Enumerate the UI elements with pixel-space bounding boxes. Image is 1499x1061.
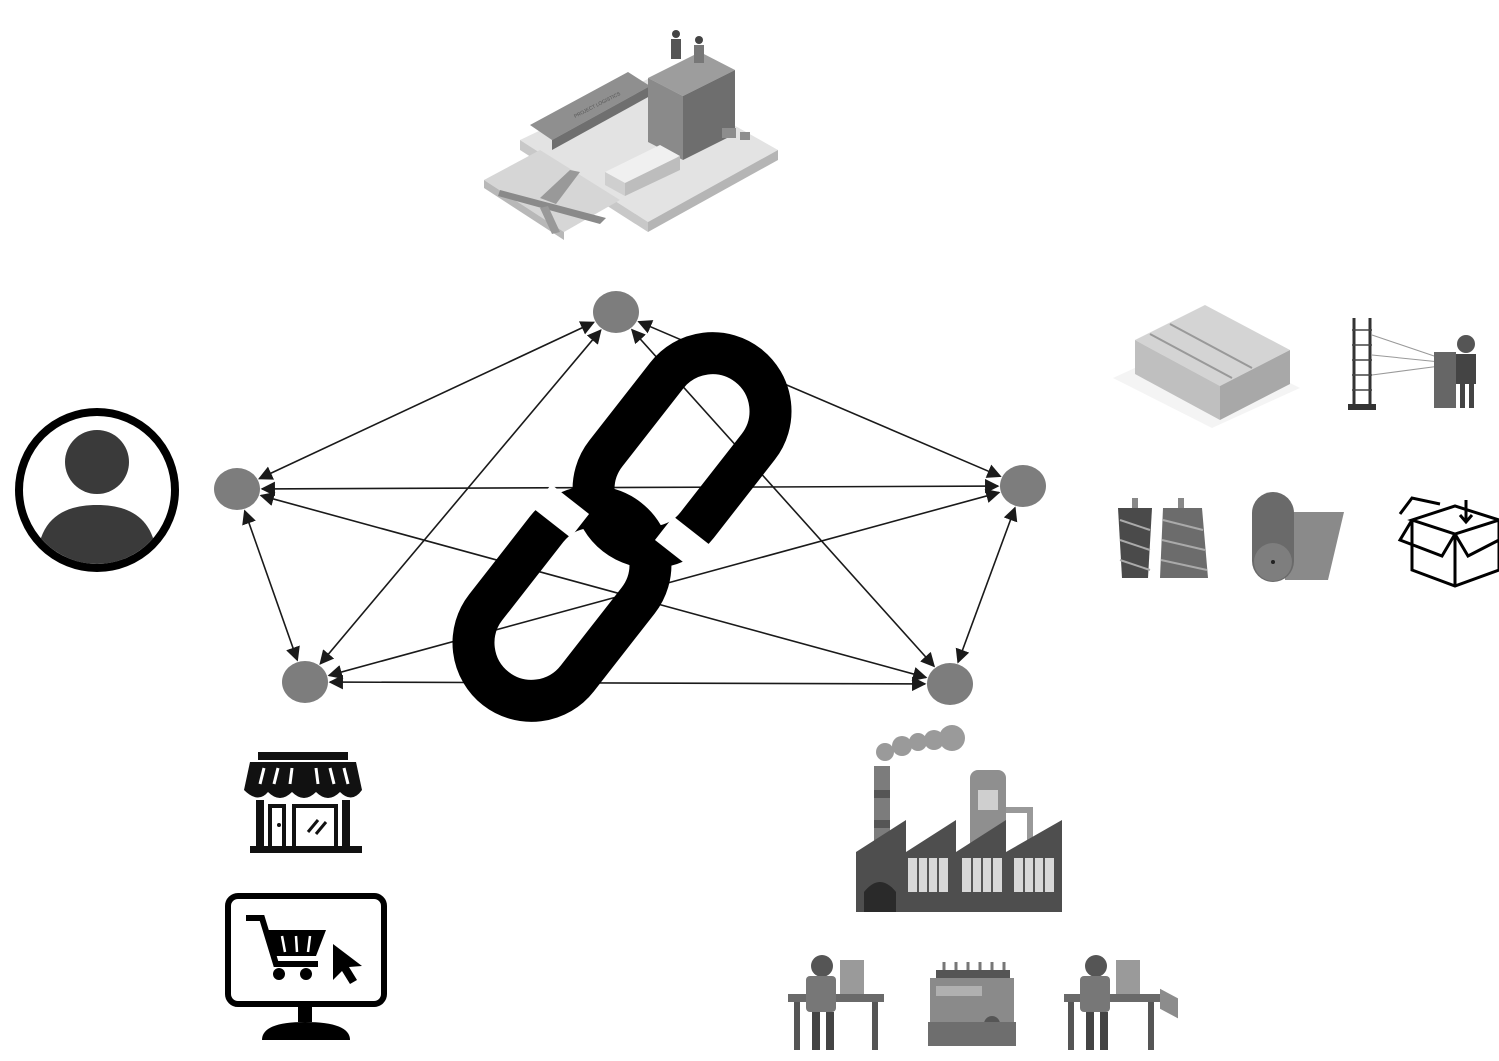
yarn-spools-icon xyxy=(1118,498,1208,578)
user-avatar-icon xyxy=(15,408,179,572)
warehouse-and-materials-icons xyxy=(1113,305,1499,1019)
package-box-icon xyxy=(1397,496,1499,588)
cursor-arrow-icon xyxy=(333,944,362,984)
logistics-illustration: PROJECT LOGISTICS xyxy=(484,30,778,240)
seated-worker-icon xyxy=(788,955,884,1050)
edge-consumer-suppliers xyxy=(260,478,1000,497)
node-suppliers xyxy=(1000,465,1046,507)
store-icon xyxy=(244,752,362,853)
online-shop-icon xyxy=(225,893,387,1040)
seated-worker-icon-2 xyxy=(1064,955,1160,1050)
network-nodes xyxy=(214,291,1046,705)
factory-icon xyxy=(856,725,1062,912)
store-and-online-shop-icons xyxy=(225,752,387,1040)
node-consumer xyxy=(214,468,260,510)
edge-logistics-consumer xyxy=(257,321,596,480)
loom-worker-icon xyxy=(1348,318,1476,410)
node-logistics xyxy=(593,291,639,333)
node-manufacturer xyxy=(927,663,973,705)
shopping-cart-icon xyxy=(246,915,326,980)
factory-and-workers-icons xyxy=(788,725,1160,1050)
node-retail xyxy=(282,661,328,703)
chain-link-icon xyxy=(452,332,792,722)
edge-suppliers-manufacturer xyxy=(955,506,1018,664)
fabric-roll-icon xyxy=(1252,492,1344,582)
sewing-machine-icon xyxy=(928,962,1016,1046)
edge-consumer-retail xyxy=(242,509,300,662)
edge-retail-manufacturer xyxy=(328,674,927,692)
warehouse-icon xyxy=(1113,305,1300,1019)
